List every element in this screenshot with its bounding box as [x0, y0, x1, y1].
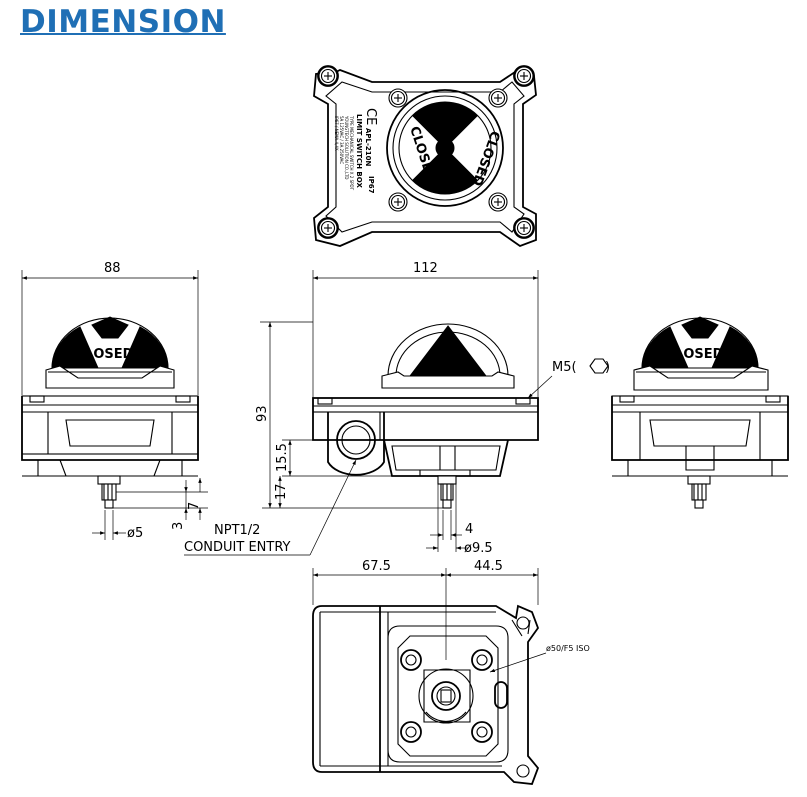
page-title: DIMENSION [20, 4, 226, 40]
conduit-label-line2: CONDUIT ENTRY [184, 540, 291, 555]
left-side-view: 88 CLOSED 7 3 [21, 261, 208, 541]
front-height-dim: 93 [255, 405, 270, 422]
mounting-boss [471, 649, 493, 671]
front-indicator-dome [387, 323, 509, 377]
right-indicator-dome: CLOSED [641, 316, 759, 369]
plate-line-2: YOUNGTECH SOLUTION CO.,LTD [344, 115, 349, 180]
front-dim-4: 4 [465, 522, 473, 537]
left-dim-7: 7 [187, 502, 202, 510]
left-dim-3: 3 [171, 522, 186, 530]
product-name: LIMIT SWITCH BOX [355, 114, 363, 188]
mounting-hole [513, 65, 535, 87]
left-indicator-dome: CLOSED [51, 316, 169, 369]
iso-flange-label: ø50/F5 ISO [546, 644, 590, 653]
visual-indicator: CLOSED CLOSED [386, 89, 504, 207]
front-dim-15-5: 15.5 [275, 443, 290, 472]
bottom-dim-right: 44.5 [474, 559, 503, 574]
plate-line-4: IP67 / NEMA 4,4X [334, 116, 339, 151]
model-number: APL-210N [364, 128, 372, 167]
bottom-dim-left: 67.5 [362, 559, 391, 574]
mounting-hole [513, 217, 535, 239]
plate-line-1: TYPE MECHANICAL SWITCH X 2 SPDT [349, 115, 354, 191]
mounting-boss [400, 649, 422, 671]
bottom-view: 67.5 44.5 ø50/F5 ISO [312, 559, 590, 785]
right-closed-label: CLOSED [666, 347, 724, 362]
front-dim-9-5: ø9.5 [464, 541, 493, 556]
mounting-boss [471, 721, 493, 743]
conduit-label-line1: NPT1/2 [214, 523, 260, 538]
top-closed-label-right: CLOSED [469, 129, 503, 188]
front-view: 112 93 15.5 17 [184, 261, 610, 556]
top-nameplate: CE APL-210N LIMIT SWITCH BOX TYPE MECHAN… [334, 108, 378, 194]
left-closed-label: CLOSED [76, 347, 134, 362]
mounting-hole [317, 217, 339, 239]
ip-rating: IP67 [367, 176, 375, 194]
mounting-hole [317, 65, 339, 87]
ce-mark: CE [363, 108, 378, 125]
front-width-dim: 112 [413, 261, 438, 276]
screw-label: M5( [552, 360, 577, 375]
screw-label-close: ) [605, 360, 610, 375]
hex-icon [589, 358, 609, 374]
front-dim-17: 17 [274, 483, 289, 500]
left-shaft-dia: ø5 [127, 526, 143, 541]
left-width-dim: 88 [104, 261, 121, 276]
right-side-view: CLOSED [611, 316, 789, 509]
mounting-boss [400, 721, 422, 743]
top-view: CE APL-210N LIMIT SWITCH BOX TYPE MECHAN… [313, 65, 537, 248]
plate-line-3: 5A 125VAC / 3A 250VAC [339, 116, 344, 164]
